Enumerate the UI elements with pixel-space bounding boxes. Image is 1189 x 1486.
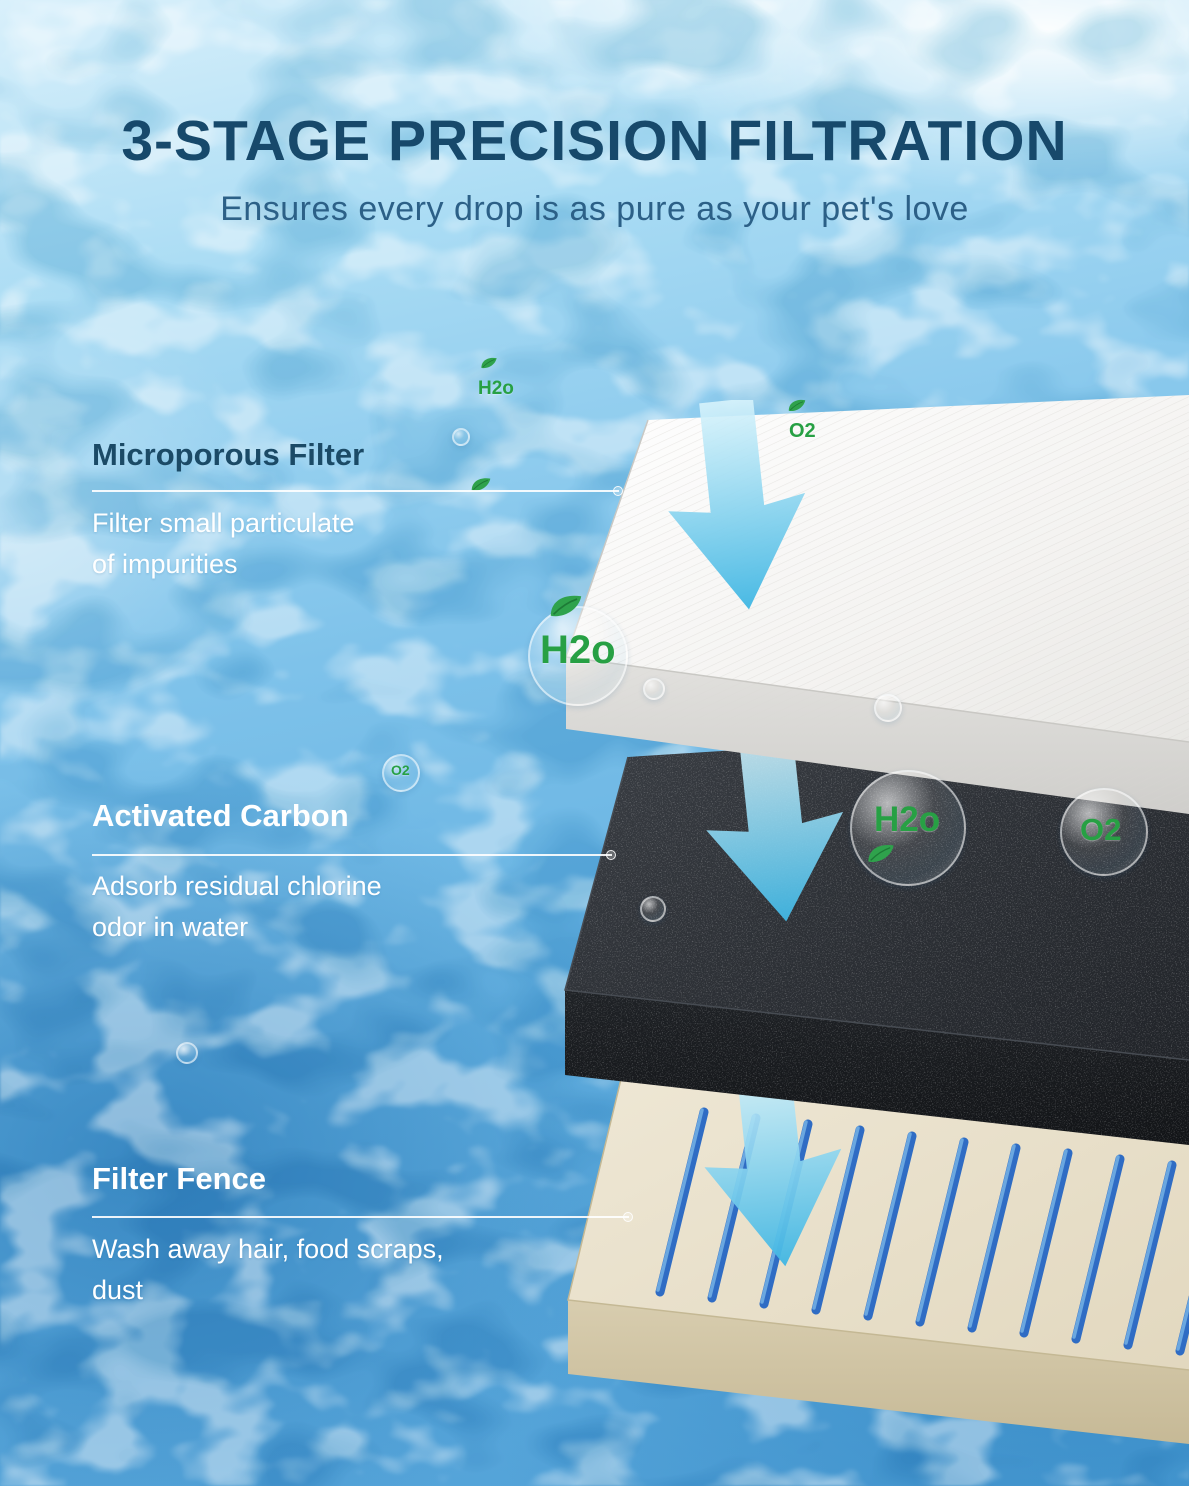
- bubble: [452, 428, 470, 446]
- header: 3-STAGE PRECISION FILTRATION Ensures eve…: [0, 108, 1189, 229]
- stage-name-filter-fence: Filter Fence: [92, 1161, 266, 1196]
- page-subtitle: Ensures every drop is as pure as your pe…: [220, 190, 969, 228]
- stage-name-microporous-filter: Microporous Filter: [92, 437, 365, 472]
- stage-desc-filter-fence: Wash away hair, food scraps, dust: [92, 1234, 444, 1305]
- leader-line-3: [92, 1212, 633, 1222]
- leaf-icon: [787, 398, 807, 413]
- o2-label-bubble: O2: [1080, 812, 1122, 847]
- leaf-icon: [480, 356, 498, 370]
- leaf-icon: [866, 842, 896, 865]
- page-title: 3-STAGE PRECISION FILTRATION: [121, 109, 1068, 173]
- bubble: [874, 694, 902, 722]
- stage-desc-activated-carbon: Adsorb residual chlorine odor in water: [92, 871, 382, 942]
- stage-name-activated-carbon: Activated Carbon: [92, 798, 349, 833]
- leader-line-2: [92, 850, 616, 860]
- stage-desc-microporous-filter: Filter small particulate of impurities: [92, 508, 355, 579]
- leader-line-1: [92, 486, 623, 496]
- bubble: [643, 678, 665, 700]
- bubble: [176, 1042, 198, 1064]
- h2o-label-large: H2o: [540, 628, 616, 672]
- o2-label-small: O2: [391, 762, 410, 778]
- o2-label: O2: [789, 420, 816, 442]
- bubble: [640, 896, 666, 922]
- microporous-filter-layer: [564, 395, 1189, 814]
- h2o-label: H2o: [478, 378, 514, 399]
- leaf-icon: [548, 592, 584, 620]
- h2o-label-bubble: H2o: [874, 800, 941, 839]
